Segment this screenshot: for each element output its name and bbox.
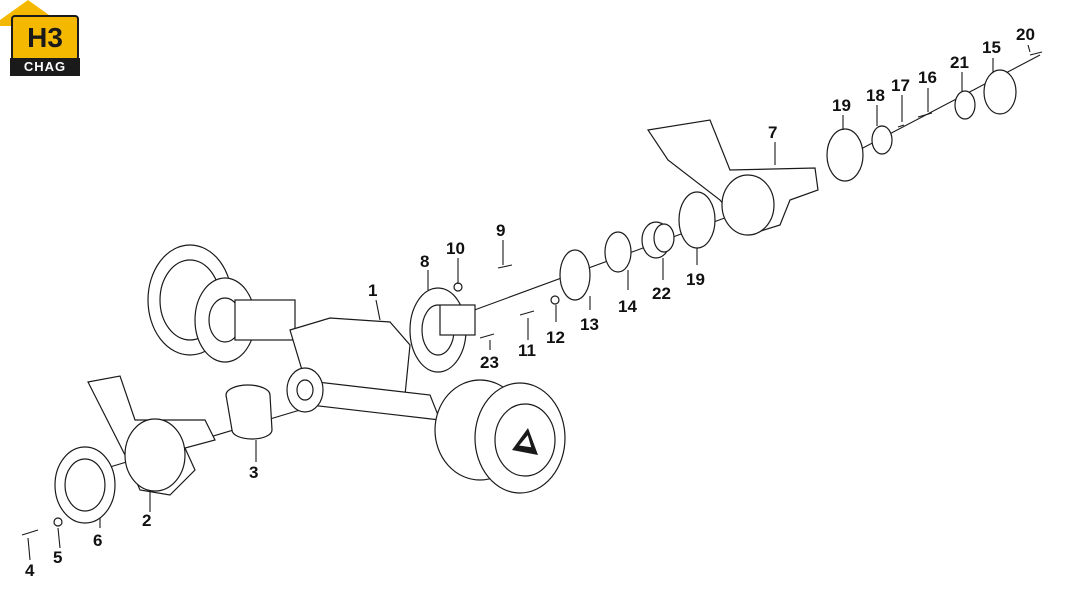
flange-19 [678, 191, 716, 249]
callout-3: 3 [249, 463, 258, 482]
callout-11: 11 [518, 341, 536, 360]
bearing-ring [225, 384, 273, 440]
callout-20: 20 [1016, 25, 1035, 44]
callout-6: 6 [93, 531, 102, 550]
callout-22: 22 [652, 284, 671, 303]
callout-4: 4 [25, 561, 35, 580]
logo-mark: H3 [27, 22, 63, 53]
callout-2: 2 [142, 511, 151, 530]
bearing-22 [641, 221, 675, 259]
callout-1: 1 [368, 281, 377, 300]
leader-lines [27, 44, 1031, 561]
callout-10: 10 [446, 239, 465, 258]
bracket-left [87, 375, 216, 496]
flange-left [54, 446, 116, 524]
callout-16: 16 [918, 68, 937, 87]
callout-12: 12 [546, 328, 565, 347]
axle-housing [286, 317, 441, 421]
callout-23: 23 [480, 353, 499, 372]
cap-18 [871, 125, 893, 155]
gasket-13 [559, 249, 591, 301]
left-wheel-hub [147, 244, 296, 363]
callout-5: 5 [53, 548, 62, 567]
right-wheel-hub [434, 379, 566, 494]
flange-15 [983, 69, 1017, 115]
callout-21: 21 [950, 53, 969, 72]
callout-17: 17 [891, 76, 910, 95]
callout-7: 7 [768, 123, 777, 142]
callout-19-upper: 19 [832, 96, 851, 115]
callout-8: 8 [420, 252, 429, 271]
callout-18: 18 [866, 86, 885, 105]
ring-21 [954, 90, 976, 120]
callout-19-lower: 19 [686, 270, 705, 289]
callout-14: 14 [618, 297, 637, 316]
logo-caption: CHAG [23, 59, 67, 74]
flange-19-upper [826, 128, 864, 182]
ring-14 [604, 231, 632, 273]
flange-mid [409, 287, 476, 373]
callout-13: 13 [580, 315, 599, 334]
callout-9: 9 [496, 221, 505, 240]
bracket-right [646, 119, 819, 236]
callout-15: 15 [982, 38, 1001, 57]
brand-logo: H3 CHAG [0, 0, 80, 76]
